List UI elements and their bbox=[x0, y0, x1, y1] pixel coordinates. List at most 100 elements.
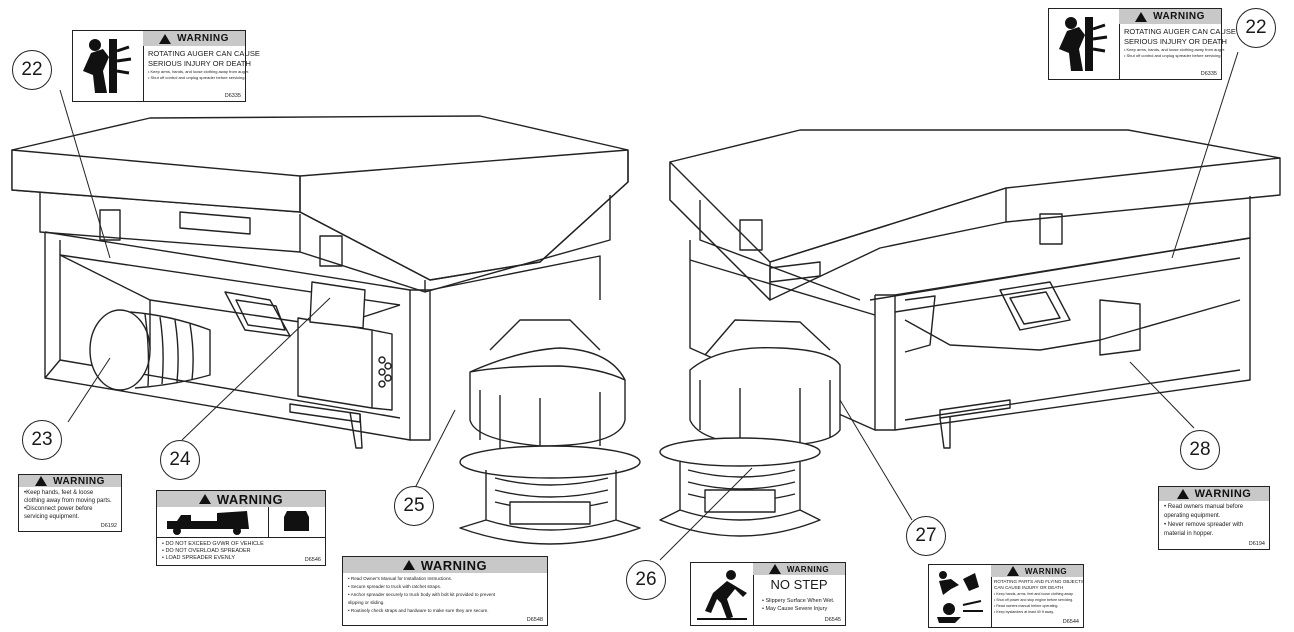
warning-text: ROTATING AUGER CAN CAUSE SERIOUS INJURY … bbox=[143, 47, 265, 83]
warning-text: • Read owners manual before operating eq… bbox=[1159, 501, 1269, 541]
warning-title: WARNING bbox=[1153, 11, 1205, 22]
warning-header: WARNING bbox=[143, 31, 245, 46]
warning-line: •Disconnect power before bbox=[24, 506, 93, 512]
flying-objects-pictogram bbox=[929, 565, 992, 627]
decal-code: D6192 bbox=[100, 523, 117, 529]
warning-line: • May Cause Severe Injury bbox=[762, 606, 828, 612]
warning-triangle-icon bbox=[159, 33, 172, 44]
warning-triangle-icon bbox=[1135, 11, 1148, 22]
warning-line: • Read Owner's Manual for Installation I… bbox=[348, 576, 453, 581]
callout-number: 22 bbox=[1245, 17, 1267, 38]
warning-header: WARNING bbox=[343, 557, 547, 573]
flying-objects-warning-label: WARNING ROTATING PARTS AND FLYING OBJECT… bbox=[928, 564, 1084, 628]
decal-code: D6335 bbox=[1200, 71, 1217, 77]
callout-22-right: 22 bbox=[1236, 8, 1276, 48]
warning-text: ROTATING PARTS AND FLYING OBJECTS CAN CA… bbox=[991, 578, 1087, 616]
warning-title: WARNING bbox=[1024, 566, 1068, 576]
warning-text: • Slippery Surface When Wet. • May Cause… bbox=[757, 595, 839, 615]
warning-text: • DO NOT EXCEED GVWR OF VEHICLE • DO NOT… bbox=[157, 538, 325, 564]
warning-line: slipping or sliding. bbox=[348, 600, 385, 605]
warning-header: WARNING bbox=[157, 491, 325, 507]
warning-line: • DO NOT EXCEED GVWR OF VEHICLE bbox=[162, 541, 264, 547]
overloaded-truck-icon bbox=[157, 507, 270, 537]
warning-line: • Read owners manual before operating. bbox=[994, 604, 1059, 608]
no-step-heading: NO STEP bbox=[770, 577, 828, 592]
callout-number: 24 bbox=[169, 449, 191, 470]
callout-number: 27 bbox=[915, 525, 937, 546]
slip-hazard-pictogram bbox=[691, 563, 754, 625]
warning-triangle-icon bbox=[198, 494, 211, 504]
warning-line: • Read owners manual before bbox=[1164, 504, 1244, 510]
warning-line: clothing away from moving parts. bbox=[24, 498, 112, 504]
callout-number: 25 bbox=[403, 495, 425, 516]
warning-line: SERIOUS INJURY OR DEATH bbox=[1124, 37, 1227, 46]
warning-line: • Never remove spreader with bbox=[1164, 522, 1244, 528]
warning-title: WARNING bbox=[1194, 488, 1252, 500]
warning-line: CAN CAUSE INJURY OR DEATH bbox=[994, 585, 1064, 590]
decal-code: D6548 bbox=[526, 617, 543, 623]
warning-line: • Keep hands, arms, feet and loose cloth… bbox=[994, 592, 1074, 596]
callout-number: 28 bbox=[1189, 439, 1211, 460]
truck-pictograms bbox=[157, 507, 325, 538]
callout-number: 26 bbox=[635, 569, 657, 590]
warning-line: • Keep bystanders at least 40 ft away. bbox=[994, 610, 1054, 614]
warning-title: WARNING bbox=[177, 33, 229, 44]
gvwr-warning-label: WARNING • DO NOT EXCEED GVWR OF VEHICLE … bbox=[156, 490, 326, 566]
warning-text: •Keep hands, feet & loose clothing away … bbox=[19, 487, 121, 523]
callout-27: 27 bbox=[906, 516, 946, 556]
warning-line: • Shut off power and stop engine before … bbox=[994, 598, 1074, 602]
warning-line: •Keep hands, feet & loose bbox=[24, 490, 94, 496]
warning-text: ROTATING AUGER CAN CAUSE SERIOUS INJURY … bbox=[1119, 25, 1241, 61]
callout-28: 28 bbox=[1180, 430, 1220, 470]
warning-triangle-icon bbox=[1176, 489, 1189, 499]
callout-number: 22 bbox=[21, 59, 43, 80]
warning-line: ROTATING PARTS AND FLYING OBJECTS bbox=[994, 579, 1084, 584]
decal-code: D6194 bbox=[1248, 541, 1265, 547]
auger-warning-label-left: WARNING ROTATING AUGER CAN CAUSE SERIOUS… bbox=[72, 30, 260, 102]
warning-triangle-icon bbox=[35, 476, 48, 486]
warning-line: • Keep arms, hands, and loose clothing a… bbox=[1124, 47, 1226, 52]
callout-number: 23 bbox=[31, 429, 53, 450]
warning-header: WARNING bbox=[1159, 487, 1269, 501]
warning-line: • Shut off control and unplug spreader b… bbox=[1124, 53, 1222, 58]
warning-line: material in hopper. bbox=[1164, 531, 1214, 537]
warning-header: WARNING bbox=[1119, 9, 1221, 24]
warning-header: WARNING bbox=[19, 475, 121, 487]
warning-title: WARNING bbox=[786, 564, 830, 574]
decal-code: D6335 bbox=[224, 93, 241, 99]
decal-code: D6546 bbox=[304, 557, 321, 563]
warning-line: • Anchor spreader securely to truck body… bbox=[348, 592, 496, 597]
warning-header: WARNING bbox=[753, 563, 845, 575]
warning-triangle-icon bbox=[1006, 566, 1019, 576]
warning-title: WARNING bbox=[216, 491, 284, 507]
decal-code: D6545 bbox=[824, 617, 841, 623]
right-spreader bbox=[659, 129, 1281, 537]
truck-rear-icon bbox=[269, 507, 325, 537]
warning-title: WARNING bbox=[420, 557, 488, 573]
callout-23: 23 bbox=[22, 420, 62, 460]
warning-triangle-icon bbox=[402, 560, 415, 570]
warning-line: SERIOUS INJURY OR DEATH bbox=[148, 59, 251, 68]
left-spreader bbox=[11, 115, 641, 545]
warning-title: WARNING bbox=[53, 475, 105, 487]
warning-text: • Read Owner's Manual for Installation I… bbox=[343, 573, 547, 617]
auger-warning-label-right: WARNING ROTATING AUGER CAN CAUSE SERIOUS… bbox=[1048, 8, 1236, 80]
warning-line: ROTATING AUGER CAN CAUSE bbox=[148, 49, 260, 58]
warning-line: • Secure spreader to truck with ratchet … bbox=[348, 584, 442, 589]
callout-26: 26 bbox=[626, 560, 666, 600]
warning-header: WARNING bbox=[991, 565, 1083, 577]
leader-lines bbox=[59, 51, 1239, 561]
auger-hazard-pictogram bbox=[1049, 9, 1120, 79]
warning-line: • Shut off control and unplug spreader b… bbox=[148, 75, 246, 80]
warning-line: • Routinely check straps and hardware to… bbox=[348, 608, 489, 613]
moving-parts-warning-label: WARNING •Keep hands, feet & loose clothi… bbox=[18, 474, 122, 532]
callout-22-left: 22 bbox=[12, 50, 52, 90]
warning-line: • LOAD SPREADER EVENLY bbox=[162, 555, 236, 561]
callout-24: 24 bbox=[160, 440, 200, 480]
no-step-warning-label: WARNING NO STEP • Slippery Surface When … bbox=[690, 562, 846, 626]
warning-line: operating equipment. bbox=[1164, 513, 1221, 519]
installation-warning-label: WARNING • Read Owner's Manual for Instal… bbox=[342, 556, 548, 626]
warning-line: • Slippery Surface When Wet. bbox=[762, 598, 835, 604]
warning-line: • DO NOT OVERLOAD SPREADER bbox=[162, 548, 251, 554]
